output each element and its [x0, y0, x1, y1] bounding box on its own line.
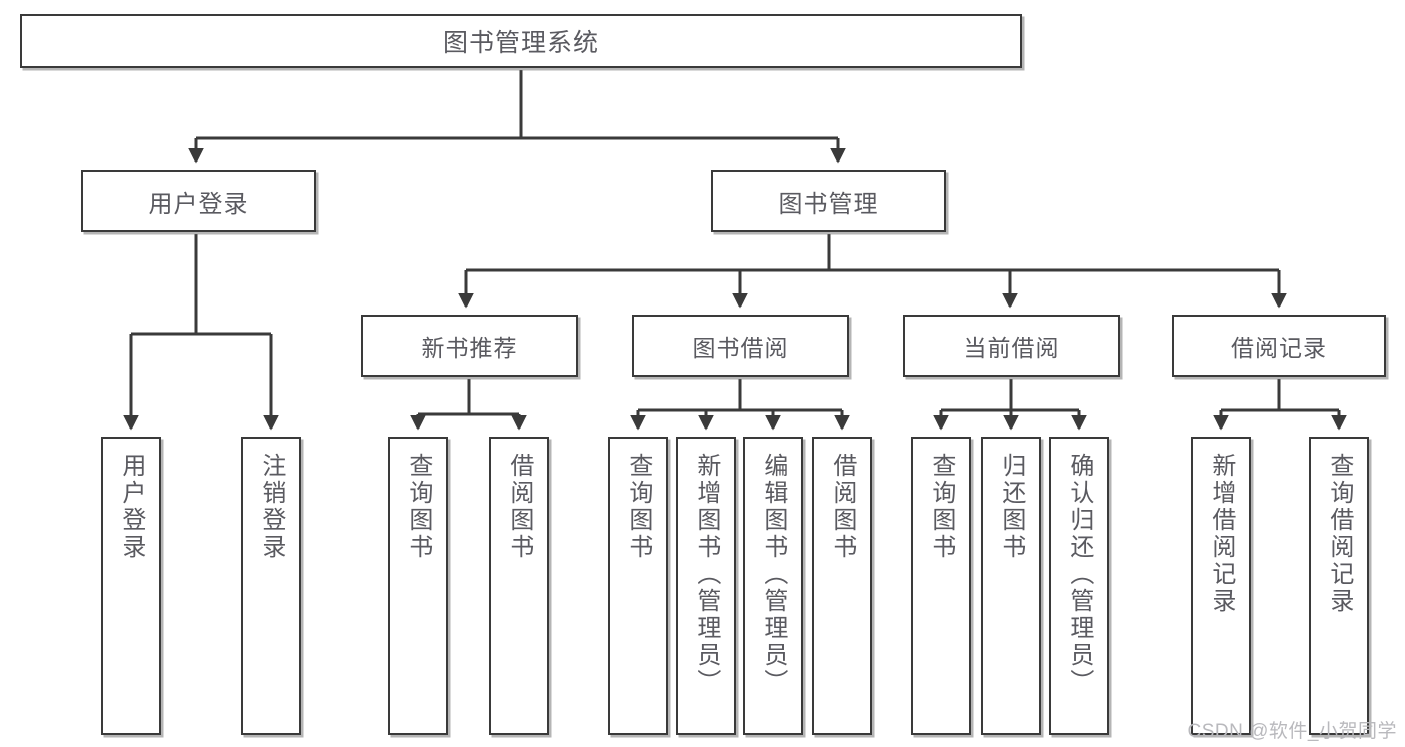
- node-label: 归还图书: [997, 453, 1025, 561]
- node-leaf-borrow-book-1[interactable]: 借阅图书: [489, 437, 549, 735]
- node-label: 用户登录: [148, 190, 249, 218]
- node-leaf-edit-book[interactable]: 编辑图书（管理员）: [743, 437, 803, 735]
- node-label: 新增借阅记录: [1207, 453, 1235, 615]
- node-leaf-query-book-2[interactable]: 查询图书: [608, 437, 668, 735]
- node-label: 注销登录: [257, 453, 285, 561]
- node-label: 借阅图书: [505, 453, 533, 561]
- node-borrow-record[interactable]: 借阅记录: [1172, 315, 1386, 377]
- node-label: 查询借阅记录: [1325, 453, 1353, 615]
- node-leaf-query-book-1[interactable]: 查询图书: [388, 437, 448, 735]
- node-book-manage[interactable]: 图书管理: [711, 170, 946, 232]
- node-leaf-query-book-3[interactable]: 查询图书: [911, 437, 971, 735]
- node-leaf-borrow-book-2[interactable]: 借阅图书: [812, 437, 872, 735]
- node-label: 确认归还（管理员）: [1065, 453, 1093, 696]
- node-label: 图书管理系统: [442, 29, 599, 57]
- node-leaf-user-login[interactable]: 用户登录: [101, 437, 161, 735]
- node-new-book-recommend[interactable]: 新书推荐: [361, 315, 578, 377]
- node-label: 新增图书（管理员）: [692, 453, 720, 696]
- node-label: 用户登录: [117, 453, 145, 561]
- node-label: 图书借阅: [692, 335, 789, 361]
- node-root-book-management-system[interactable]: 图书管理系统: [20, 14, 1022, 68]
- csdn-watermark: CSDN @软件_小贺同学: [1187, 721, 1397, 742]
- node-label: 查询图书: [624, 453, 652, 561]
- node-leaf-confirm-return[interactable]: 确认归还（管理员）: [1049, 437, 1109, 735]
- node-leaf-add-book[interactable]: 新增图书（管理员）: [676, 437, 736, 735]
- node-label: 新书推荐: [421, 335, 518, 361]
- node-label: 图书管理: [778, 190, 879, 218]
- node-label: 编辑图书（管理员）: [759, 453, 787, 696]
- node-leaf-add-record[interactable]: 新增借阅记录: [1191, 437, 1251, 735]
- node-current-borrow[interactable]: 当前借阅: [903, 315, 1120, 377]
- node-label: 借阅图书: [828, 453, 856, 561]
- node-leaf-return-book[interactable]: 归还图书: [981, 437, 1041, 735]
- node-leaf-query-record[interactable]: 查询借阅记录: [1309, 437, 1369, 735]
- node-label: 借阅记录: [1231, 335, 1327, 361]
- node-label: 查询图书: [404, 453, 432, 561]
- node-book-borrow[interactable]: 图书借阅: [632, 315, 849, 377]
- node-label: 查询图书: [927, 453, 955, 561]
- node-label: 当前借阅: [963, 335, 1060, 361]
- node-user-login[interactable]: 用户登录: [81, 170, 316, 232]
- node-leaf-user-logout[interactable]: 注销登录: [241, 437, 301, 735]
